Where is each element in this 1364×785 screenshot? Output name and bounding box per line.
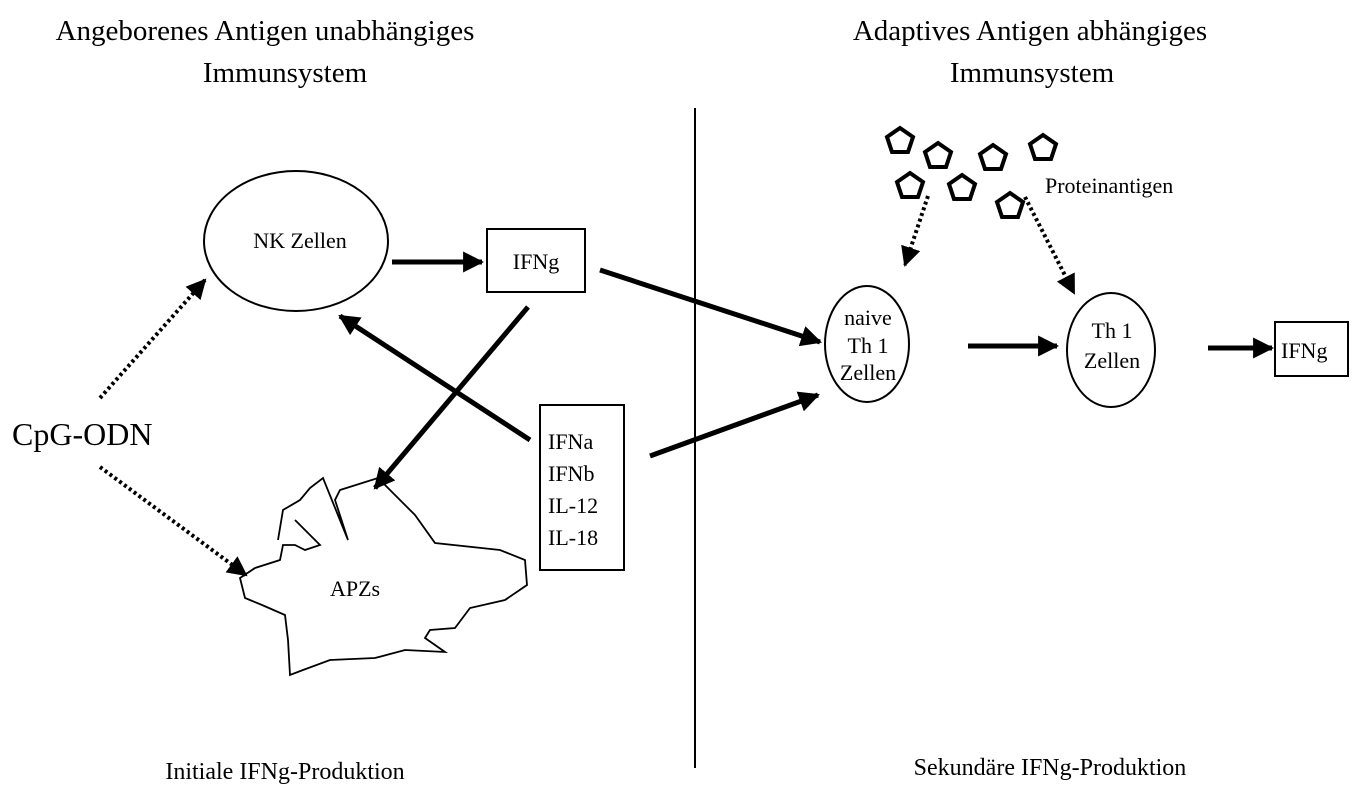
arrow-antigen-to-th1	[1023, 196, 1076, 295]
pentagon-icon	[977, 142, 1009, 171]
th1-cells-node	[1066, 292, 1156, 408]
right-heading-line1: Adaptives Antigen abhängiges	[853, 15, 1207, 47]
footer-right: Sekundäre IFNg-Produktion	[914, 755, 1187, 781]
arrow-cpg-to-nk	[98, 278, 207, 400]
arrow-ifng-to-naive-th1	[599, 267, 822, 347]
dotted-arrows	[98, 195, 1076, 577]
th1-label: Zellen	[1084, 348, 1140, 373]
ifng-top-label: IFNg	[513, 249, 559, 274]
pentagon-icon	[994, 190, 1026, 219]
nk-cells-node	[203, 170, 389, 312]
cytokine-label: IL-18	[548, 525, 598, 550]
left-heading-line2: Immunsystem	[203, 57, 368, 89]
cytokines-box	[539, 404, 625, 571]
ifng-box-right	[1274, 321, 1349, 377]
cytokine-label: IFNb	[548, 461, 594, 486]
cytokine-label: IL-12	[548, 493, 598, 518]
right-heading-line2: Immunsystem	[950, 57, 1115, 89]
arrow-cytokines-to-nk	[338, 313, 532, 443]
footer-left: Initiale IFNg-Produktion	[165, 759, 404, 785]
cytokine-label: IFNa	[548, 429, 593, 454]
apcs-label: APZs	[330, 576, 380, 601]
arrow-cytokines-to-naive-th1	[649, 391, 820, 459]
pentagon-icon	[1027, 132, 1059, 161]
cpg-odn-label: CpG-ODN	[12, 416, 152, 452]
pentagon-icon	[894, 170, 926, 199]
naive-th1-label: Th 1	[848, 333, 889, 358]
naive-th1-label: naive	[844, 305, 892, 330]
arrow-ifng-to-apcs	[373, 305, 530, 490]
pentagon-icon	[922, 140, 954, 169]
ifng-box-top	[486, 228, 586, 293]
arrow-antigen-to-naive-th1	[901, 195, 930, 267]
naive-th1-label: Zellen	[840, 360, 896, 385]
arrow-cpg-to-apcs	[98, 465, 248, 577]
pentagon-icon	[884, 125, 916, 154]
left-heading-line1: Angeborenes Antigen unabhängiges	[56, 15, 475, 47]
ifng-right-label: IFNg	[1281, 338, 1327, 363]
naive-th1-node	[824, 285, 910, 403]
nk-cells-label: NK Zellen	[253, 228, 346, 253]
protein-antigen-icons	[884, 125, 1059, 219]
apcs-node	[238, 476, 528, 677]
pentagon-icon	[946, 172, 978, 201]
th1-label: Th 1	[1092, 318, 1133, 343]
solid-arrows	[338, 251, 1275, 490]
protein-antigen-label: Proteinantigen	[1045, 173, 1173, 198]
